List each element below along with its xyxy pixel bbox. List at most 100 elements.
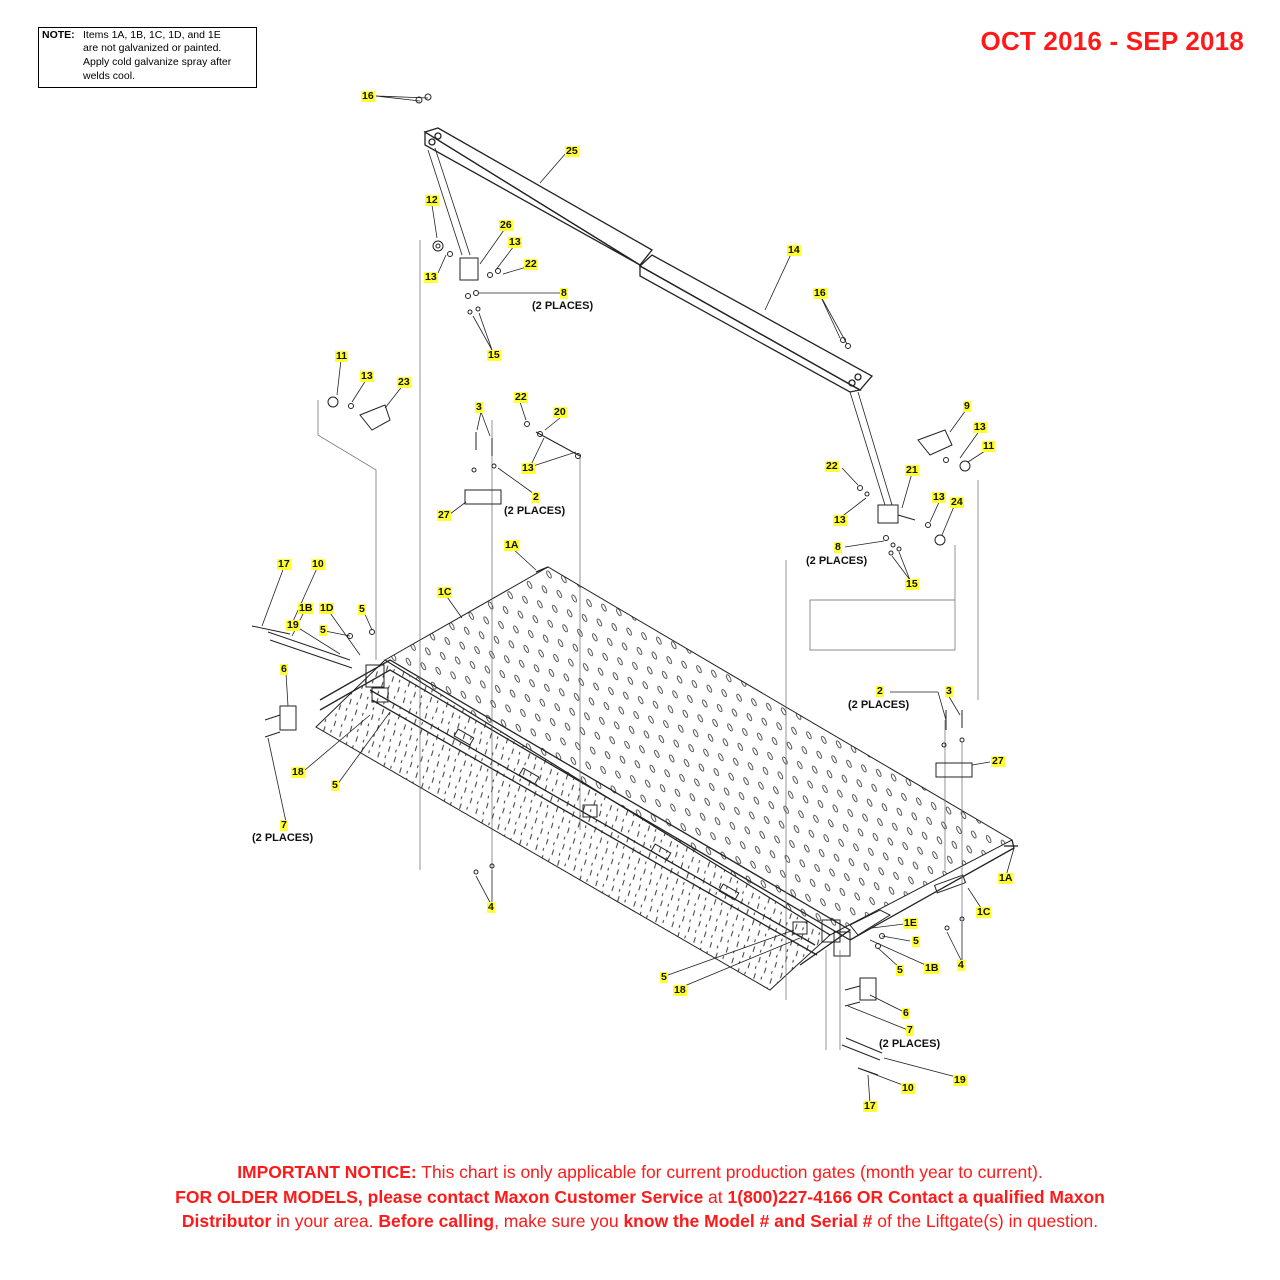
places-note: (2 PLACES) (806, 555, 868, 567)
callout-15: 15 (905, 578, 919, 590)
callout-2: 2 (532, 491, 540, 503)
callout-7: 7 (280, 819, 288, 831)
production-date-range: OCT 2016 - SEP 2018 (980, 26, 1244, 56)
notice-text: at (703, 1186, 728, 1207)
platform-gussets (453, 728, 967, 935)
callout-5: 5 (896, 964, 904, 976)
assembly-guide-lines (317, 240, 979, 1050)
callout-5: 5 (358, 603, 366, 615)
callout-12: 12 (425, 194, 439, 206)
callout-22: 22 (514, 391, 528, 403)
notice-heading: IMPORTANT NOTICE: (237, 1162, 417, 1182)
callout-8: 8 (560, 287, 568, 299)
places-note: (2 PLACES) (504, 505, 566, 517)
note-label: NOTE: (42, 29, 75, 41)
callout-21: 21 (905, 464, 919, 476)
callout-16: 16 (813, 287, 827, 299)
callout-19: 19 (286, 619, 300, 631)
fastener-hardware (251, 93, 973, 1076)
platform-frame-rails (319, 566, 1018, 966)
callout-7: 7 (906, 1024, 914, 1036)
callout-22: 22 (825, 460, 839, 472)
callout-13: 13 (508, 236, 522, 248)
callout-13: 13 (360, 370, 374, 382)
callout-17: 17 (863, 1100, 877, 1112)
callout-11: 11 (982, 440, 996, 452)
callout-13: 13 (521, 462, 535, 474)
callout-13: 13 (833, 514, 847, 526)
chain-lines (427, 147, 893, 506)
callout-1C: 1C (437, 586, 453, 598)
callout-1A: 1A (998, 872, 1014, 884)
notice-text: in your area. (271, 1211, 379, 1231)
callout-1B: 1B (924, 962, 940, 974)
callout-23: 23 (397, 376, 411, 388)
callout-24: 24 (950, 496, 964, 508)
callout-11: 11 (335, 350, 349, 362)
notice-text: This chart is only applicable for curren… (416, 1162, 1043, 1182)
places-note: (2 PLACES) (252, 832, 314, 844)
arm-part-25 (423, 127, 653, 266)
callout-13: 13 (424, 271, 438, 283)
callout-8: 8 (834, 541, 842, 553)
notice-line-3: Distributor in your area. Before calling… (0, 1209, 1280, 1234)
exploded-parts-diagram (251, 93, 1018, 1105)
note-line: are not galvanized or painted. (83, 42, 222, 54)
callout-18: 18 (673, 984, 687, 996)
platform-ramp-surface (315, 659, 831, 991)
callout-5: 5 (319, 624, 327, 636)
places-note: (2 PLACES) (532, 300, 594, 312)
callout-22: 22 (524, 258, 538, 270)
notice-contact-text: FOR OLDER MODELS, please contact Maxon C… (175, 1186, 704, 1207)
callout-5: 5 (660, 971, 668, 983)
callout-9: 9 (963, 400, 971, 412)
callout-5: 5 (331, 779, 339, 791)
callout-19: 19 (953, 1074, 967, 1086)
callout-13: 13 (973, 421, 987, 433)
callout-2: 2 (876, 685, 884, 697)
callout-1A: 1A (504, 539, 520, 551)
callout-6: 6 (902, 1007, 910, 1019)
callout-20: 20 (553, 406, 567, 418)
callout-27: 27 (437, 509, 451, 521)
callout-1E: 1E (903, 917, 918, 929)
callout-4: 4 (487, 901, 495, 913)
note-line: Apply cold galvanize spray after (83, 56, 232, 68)
callout-17: 17 (277, 558, 291, 570)
note-line: welds cool. (83, 70, 135, 82)
notice-text: , make sure you (494, 1211, 624, 1231)
callout-1B: 1B (298, 602, 314, 614)
callout-5: 5 (912, 935, 920, 947)
arm-part-14 (638, 254, 874, 393)
notice-phone-number: 1(800)227-4166 OR Contact a qualified Ma… (727, 1186, 1105, 1207)
leader-lines (261, 95, 1015, 1105)
notice-model-serial: know the Model # and Serial # (623, 1211, 873, 1231)
notice-distributor: Distributor (181, 1211, 272, 1231)
hinge-assemblies (365, 664, 892, 957)
places-note: (2 PLACES) (848, 699, 910, 711)
callout-27: 27 (991, 755, 1005, 767)
galvanize-note-box: NOTE: Items 1A, 1B, 1C, 1D, and 1E are n… (38, 27, 257, 88)
callout-15: 15 (487, 349, 501, 361)
notice-line-1: IMPORTANT NOTICE: This chart is only app… (0, 1160, 1280, 1185)
callout-1C: 1C (976, 906, 992, 918)
callout-3: 3 (945, 685, 953, 697)
callout-18: 18 (291, 766, 305, 778)
callout-10: 10 (311, 558, 325, 570)
callout-10: 10 (901, 1082, 915, 1094)
callout-1D: 1D (319, 602, 335, 614)
notice-line-2: FOR OLDER MODELS, please contact Maxon C… (0, 1185, 1280, 1210)
callout-26: 26 (499, 219, 513, 231)
note-line: Items 1A, 1B, 1C, 1D, and 1E (83, 29, 221, 41)
callout-25: 25 (565, 145, 579, 157)
callout-6: 6 (280, 663, 288, 675)
callout-14: 14 (787, 244, 801, 256)
callout-3: 3 (475, 401, 483, 413)
places-note: (2 PLACES) (879, 1038, 941, 1050)
callout-4: 4 (957, 959, 965, 971)
notice-before-calling: Before calling (378, 1211, 495, 1231)
callout-16: 16 (361, 90, 375, 102)
callout-13: 13 (932, 491, 946, 503)
notice-text: of the Liftgate(s) in question. (872, 1211, 1099, 1231)
important-notice: IMPORTANT NOTICE: This chart is only app… (0, 1160, 1280, 1234)
